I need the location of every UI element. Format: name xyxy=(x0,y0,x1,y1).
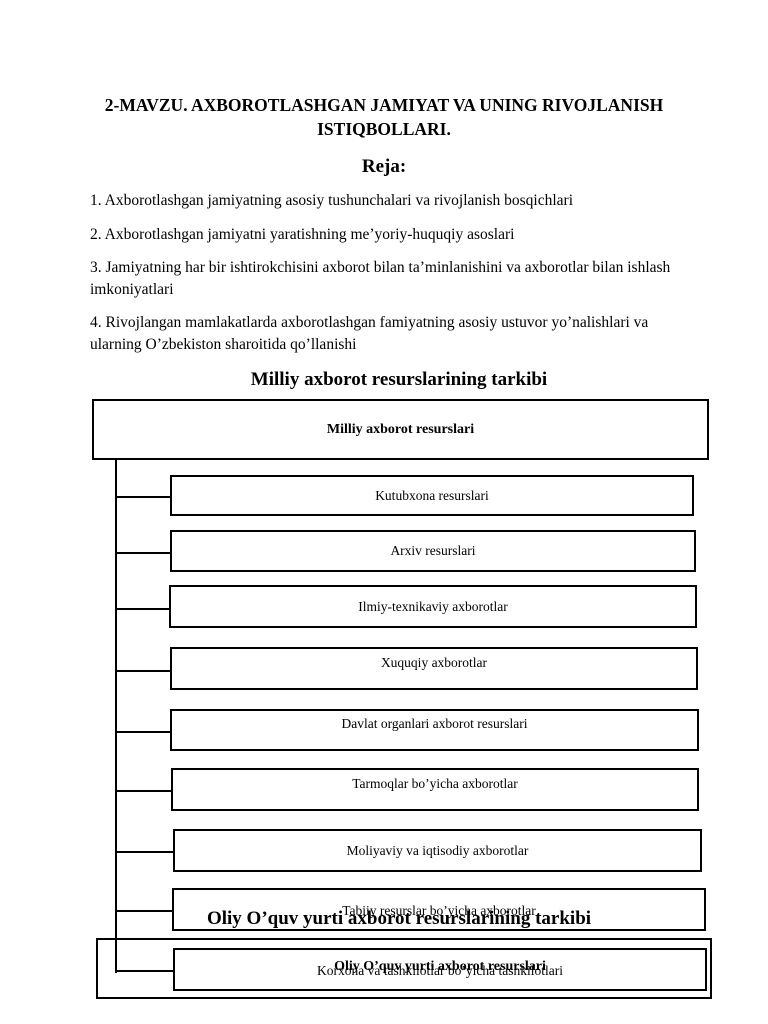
child-node: Tarmoqlar bo’yicha axborotlar xyxy=(171,768,699,811)
connector-line xyxy=(115,910,173,912)
child-node-label: Tarmoqlar bo’yicha axborotlar xyxy=(352,776,518,791)
child-node: Kutubxona resurslari xyxy=(170,475,694,516)
child-node-label: Xuquqiy axborotlar xyxy=(380,655,488,670)
child-node-label: Korxona va tashkilotlar bo’yicha tashkil… xyxy=(317,963,563,978)
child-node-label: Ilmiy-texnikaviy axborotlar xyxy=(358,598,508,614)
root-node-milliy: Milliy axborot resurslari xyxy=(92,399,709,460)
connector-line xyxy=(115,496,171,498)
child-node-label: Arxiv resurslari xyxy=(390,543,476,558)
connector-line xyxy=(115,670,171,672)
child-node: Moliyaviy va iqtisodiy axborotlar xyxy=(173,829,702,872)
child-node-label: Tabiiy resurslar bo’yicha axborotlar xyxy=(342,903,536,918)
root-node-oliy xyxy=(96,938,712,999)
child-node: Davlat organlari axborot resurslari xyxy=(170,709,699,751)
root-node-oliy-label: Oliy O’quv yurti axborot resurslari xyxy=(334,959,546,974)
child-node-label: Davlat organlari axborot resurslari xyxy=(341,716,528,731)
child-node: Korxona va tashkilotlar bo’yicha tashkil… xyxy=(173,948,707,991)
connector-line xyxy=(115,731,171,733)
plan-heading: Reja: xyxy=(361,156,407,177)
connector-line xyxy=(115,970,174,972)
connector-line xyxy=(115,552,171,554)
connector-line xyxy=(115,790,172,792)
connector-line xyxy=(115,851,174,853)
root-node-label: Milliy axborot resurslari xyxy=(326,421,475,437)
child-node: Xuquqiy axborotlar xyxy=(170,647,698,690)
plan-item-2: 2. Axborotlashgan jamiyatni yaratishning… xyxy=(90,226,515,243)
tree-trunk-line xyxy=(115,459,117,973)
connector-line xyxy=(115,608,170,610)
plan-item-3: 3. Jamiyatning har bir ishtirokchisini a… xyxy=(90,259,671,298)
page-title: 2-MAVZU. AXBOROTLASHGAN JAMIYAT VA UNING… xyxy=(104,95,664,139)
plan-item-4: 4. Rivojlangan mamlakatlarda axborotlash… xyxy=(90,314,649,353)
plan-item-1: 1. Axborotlashgan jamiyatning asosiy tus… xyxy=(90,192,573,209)
diagram-heading-oliy: Oliy O’quv yurti axborot resurslarining … xyxy=(206,908,592,929)
child-node-label: Moliyaviy va iqtisodiy axborotlar xyxy=(346,842,529,858)
diagram-heading-milliy: Milliy axborot resurslarining tarkibi xyxy=(250,369,548,390)
child-node: Arxiv resurslari xyxy=(170,530,696,572)
child-node: Tabiiy resurslar bo’yicha axborotlar xyxy=(172,888,706,931)
child-node-label: Kutubxona resurslari xyxy=(375,487,489,503)
child-node: Ilmiy-texnikaviy axborotlar xyxy=(169,585,697,628)
